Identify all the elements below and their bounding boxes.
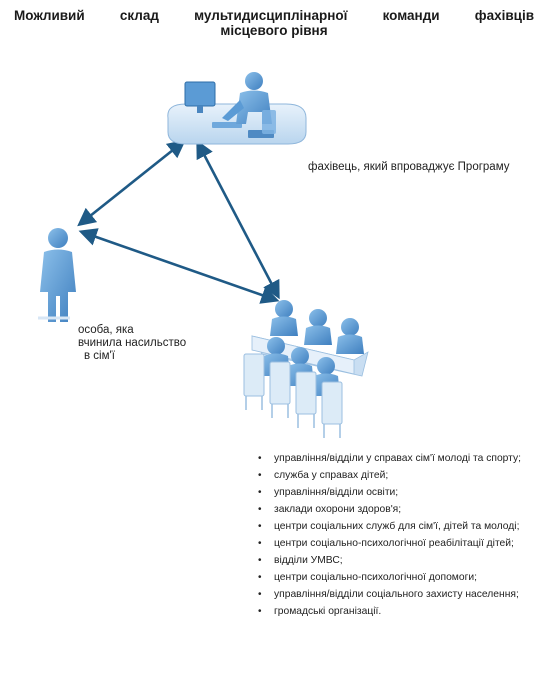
- arrow-offender-specialist: [77, 139, 186, 227]
- title-line-1: Можливий склад мультидисциплінарної кома…: [14, 8, 534, 23]
- list-item: служба у справах дітей;: [258, 469, 542, 483]
- title-line-2: місцевого рівня: [220, 23, 328, 38]
- list-item: центри соціальних служб для сім'ї, дітей…: [258, 520, 542, 534]
- list-item: управління/відділи освіти;: [258, 486, 542, 500]
- diagram-title: Можливий склад мультидисциплінарної кома…: [14, 8, 534, 38]
- list-item: управління/відділи у справах сім'ї молод…: [258, 452, 542, 466]
- offender-label: особа, яка вчинила насильство в сім'ї: [78, 324, 228, 363]
- list-item: заклади охорони здоров'я;: [258, 503, 542, 517]
- team-at-table-icon: [243, 300, 369, 438]
- specialist-at-desk-icon: [167, 72, 307, 145]
- offender-label-line-3: в сім'ї: [84, 350, 115, 362]
- list-item: управління/відділи соціального захисту н…: [258, 588, 542, 602]
- offender-figure-icon: [38, 228, 76, 322]
- list-item: громадські організації.: [258, 605, 542, 619]
- list-item: центри соціально-психологічної реабіліта…: [258, 537, 542, 551]
- arrow-specialist-team: [196, 139, 280, 300]
- offender-label-line-1: особа, яка: [78, 324, 134, 336]
- specialist-label: фахівець, який впроваджує Програму: [308, 161, 510, 173]
- team-members-list: управління/відділи у справах сім'ї молод…: [258, 452, 542, 622]
- offender-label-line-2: вчинила насильство: [78, 337, 187, 349]
- list-item: центри соціально-психологічної допомоги;: [258, 571, 542, 585]
- list-item: відділи УМВС;: [258, 554, 542, 568]
- connection-arrows: [77, 139, 280, 304]
- arrow-offender-team: [78, 228, 280, 304]
